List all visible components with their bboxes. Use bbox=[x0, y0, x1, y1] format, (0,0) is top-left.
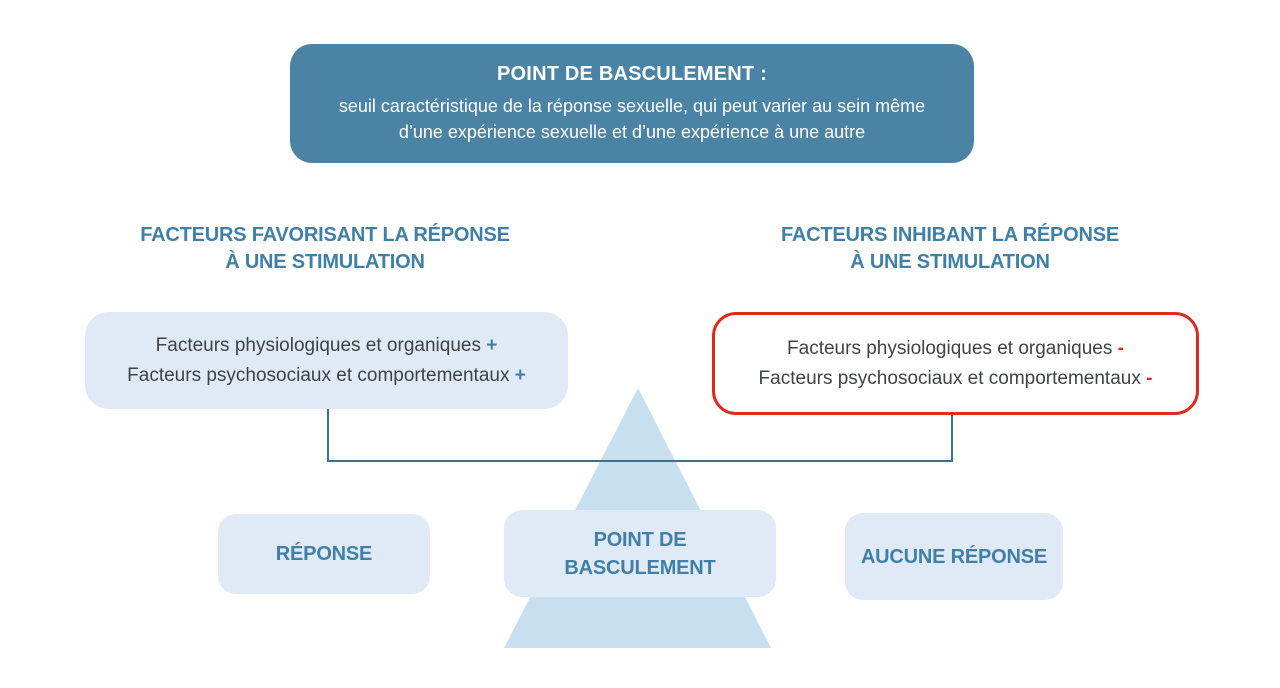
right-header-line-2: À UNE STIMULATION bbox=[850, 251, 1050, 273]
definition-line-1: seuil caractéristique de la réponse sexu… bbox=[338, 95, 926, 116]
no-response-box: AUCUNE RÉPONSE bbox=[845, 513, 1063, 600]
facilitating-factor-1: Facteurs physiologiques et organiques + bbox=[156, 331, 498, 361]
inhibiting-factors-box: Facteurs physiologiques et organiques - … bbox=[712, 312, 1199, 415]
right-header-line-1: FACTEURS INHIBANT LA RÉPONSE bbox=[780, 224, 1120, 246]
definition-title: POINT DE BASCULEMENT : bbox=[497, 62, 767, 85]
left-header-line-2: À UNE STIMULATION bbox=[225, 251, 425, 273]
tipping-point-line-2: BASCULEMENT bbox=[564, 556, 716, 579]
inhibiting-factor-2-text: Facteurs psychosociaux et comportementau… bbox=[758, 367, 1147, 389]
minus-sign-2: - bbox=[1146, 367, 1153, 389]
facilitating-factor-2: Facteurs psychosociaux et comportementau… bbox=[127, 361, 526, 391]
facilitating-factor-2-text: Facteurs psychosociaux et comportementau… bbox=[127, 364, 515, 386]
plus-sign-1: + bbox=[486, 334, 498, 356]
inhibiting-factor-1: Facteurs physiologiques et organiques - bbox=[787, 334, 1124, 364]
tipping-point-definition-box: POINT DE BASCULEMENT : seuil caractérist… bbox=[290, 44, 974, 163]
inhibiting-factor-2: Facteurs psychosociaux et comportementau… bbox=[759, 364, 1153, 394]
definition-line-2: d’une expérience sexuelle et d’une expér… bbox=[398, 121, 866, 142]
left-header-line-1: FACTEURS FAVORISANT LA RÉPONSE bbox=[140, 224, 510, 246]
left-column-header: FACTEURS FAVORISANT LA RÉPONSE À UNE STI… bbox=[105, 222, 545, 276]
minus-sign-1: - bbox=[1117, 337, 1124, 359]
no-response-label: AUCUNE RÉPONSE bbox=[860, 545, 1048, 568]
response-box: RÉPONSE bbox=[218, 514, 430, 594]
inhibiting-factor-1-text: Facteurs physiologiques et organiques bbox=[787, 337, 1118, 359]
tipping-point-box: POINT DE BASCULEMENT bbox=[504, 510, 776, 597]
right-column-header: FACTEURS INHIBANT LA RÉPONSE À UNE STIMU… bbox=[730, 222, 1170, 276]
facilitating-factors-box: Facteurs physiologiques et organiques + … bbox=[85, 312, 568, 409]
facilitating-factor-1-text: Facteurs physiologiques et organiques bbox=[155, 334, 487, 356]
tipping-point-line-1: POINT DE bbox=[593, 528, 687, 551]
response-label: RÉPONSE bbox=[275, 543, 373, 565]
plus-sign-2: + bbox=[514, 364, 526, 386]
connector-line bbox=[327, 409, 953, 462]
